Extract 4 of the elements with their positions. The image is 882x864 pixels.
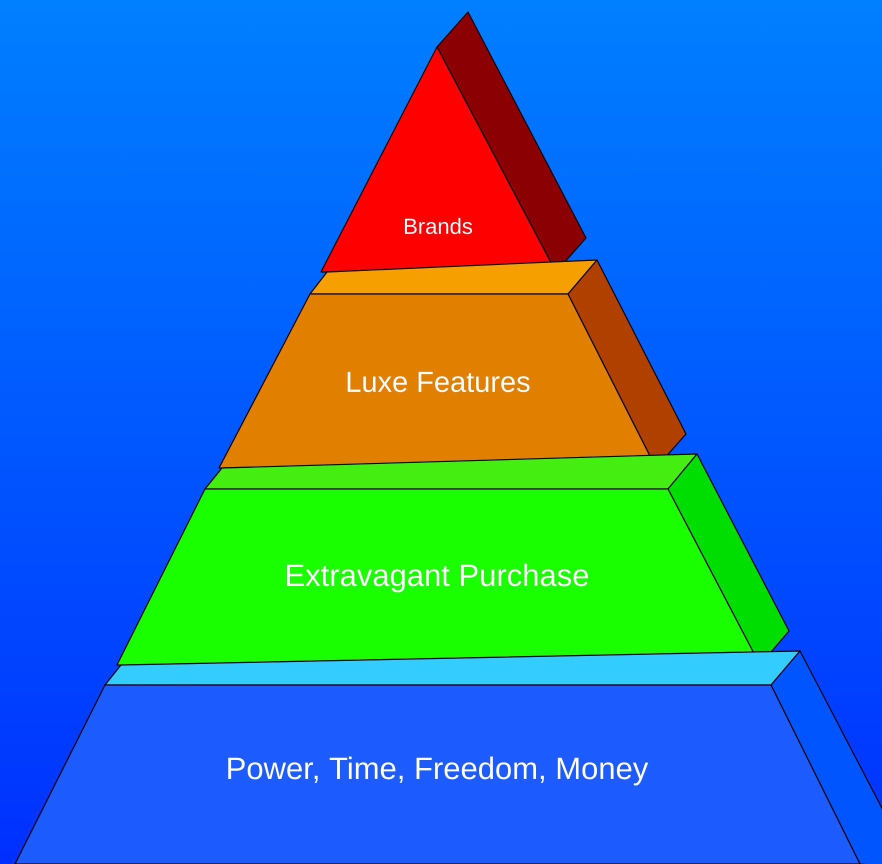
pyramid-tier: Power, Time, Freedom, Money [14,650,882,864]
pyramid-tier: Luxe Features [218,259,687,469]
pyramid-tier: Brands [320,11,587,273]
pyramid-tier: Extravagant Purchase [116,453,790,666]
